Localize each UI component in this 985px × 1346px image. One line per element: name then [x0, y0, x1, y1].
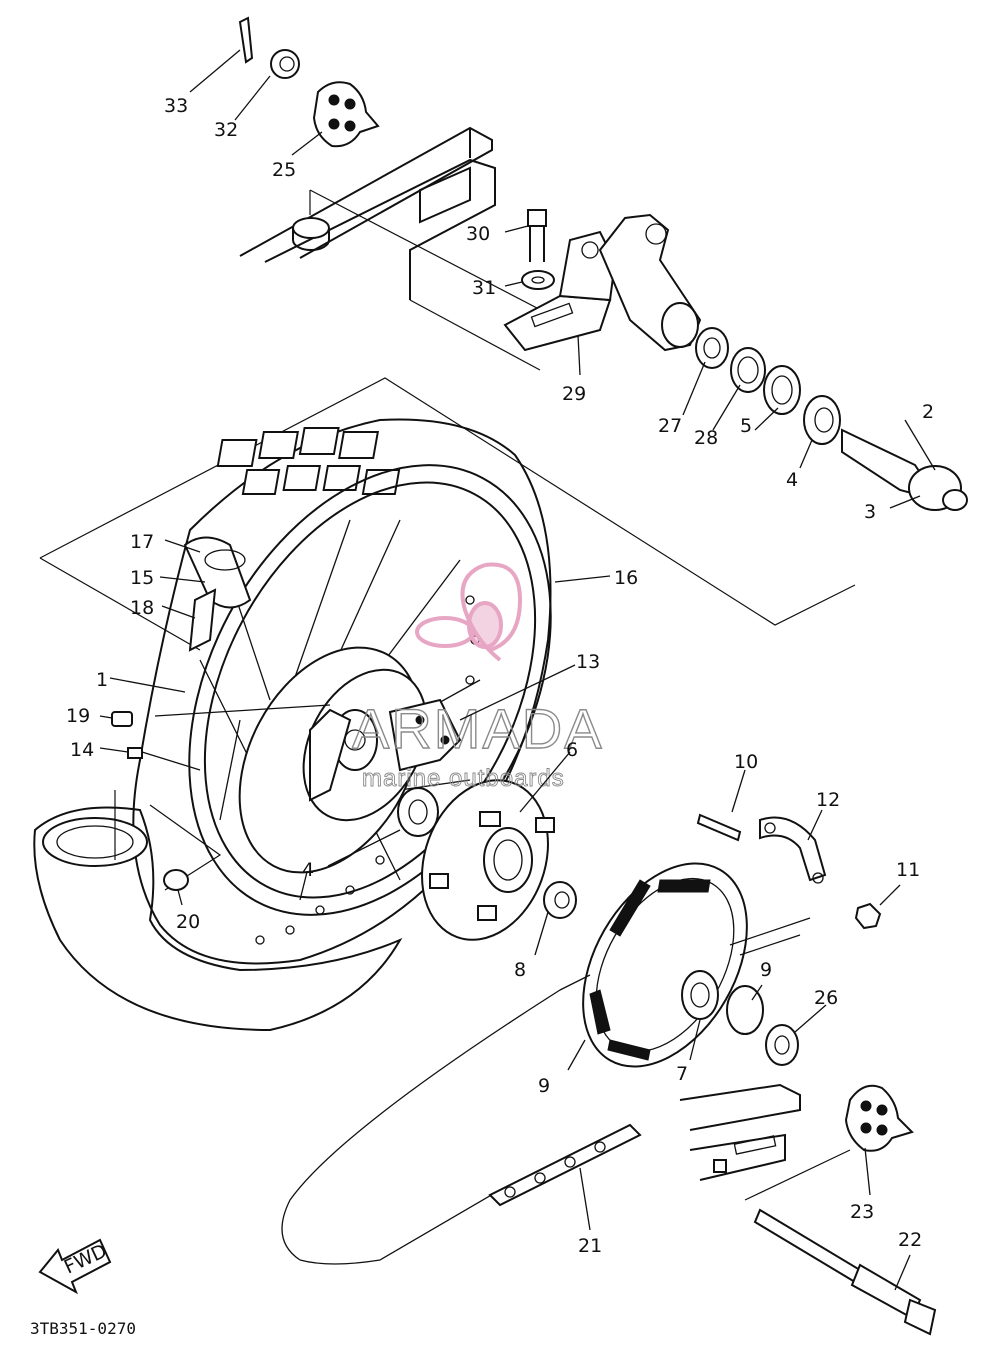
callout-16: 15: [130, 567, 154, 589]
callout-4-lower: 4: [302, 859, 314, 881]
valve-cap-20: [111, 711, 133, 727]
spacer-5: [763, 365, 801, 415]
washer-31: [521, 270, 555, 290]
callout-8: 8: [514, 959, 526, 981]
diagram-code: 3TB351-0270: [30, 1319, 136, 1338]
rear-wheel: [132, 418, 552, 965]
watermark-brand: ARMADA: [352, 697, 604, 760]
callout-4-upper: 4: [786, 469, 798, 491]
collar-8: [543, 881, 577, 919]
torque-arm: [598, 213, 702, 352]
callout-28: 28: [694, 427, 718, 449]
callout-3: 3: [864, 501, 876, 523]
callout-32: 32: [214, 119, 238, 141]
spacer-27: [695, 327, 729, 369]
watermark: ARMADA marine outboards: [351, 562, 604, 792]
spoke-1: [154, 704, 331, 717]
callout-27: 27: [658, 415, 682, 437]
callout-31: 31: [472, 277, 496, 299]
callout-9: 9: [760, 959, 772, 981]
callout-5: 5: [740, 415, 752, 437]
lock-washer-13: [759, 816, 827, 884]
callout-20: 19: [66, 705, 90, 727]
watermark-tagline: marine outboards: [362, 765, 565, 792]
callout-26: 26: [814, 987, 838, 1009]
callout-6: 6: [566, 739, 578, 761]
bolt-30: [527, 209, 547, 262]
rear-sprocket-10: [582, 862, 748, 1068]
callout-19: 18: [130, 597, 154, 619]
callout-14: 13: [576, 651, 600, 673]
callout-29: 29: [562, 383, 586, 405]
callout-7: 7: [676, 1063, 688, 1085]
bearing-7: [681, 970, 719, 1020]
callout-25: 25: [272, 159, 296, 181]
callout-2: 2: [922, 401, 934, 423]
bearing-4-upper: [803, 395, 841, 445]
cotter-pin-33: [238, 16, 254, 64]
castle-nut-32: [270, 49, 300, 79]
stud-bolt-11: [696, 813, 742, 842]
nipple-15: [127, 747, 201, 771]
callout-12: 11: [896, 859, 920, 881]
callout-17: 16: [614, 567, 638, 589]
callout-33: 33: [164, 95, 188, 117]
sprocket-hub-6: [421, 779, 555, 941]
tire-tread: [216, 427, 401, 495]
watermark-logo-icon: [415, 562, 523, 662]
callout-21: 20: [176, 911, 200, 933]
callout-15: 14: [70, 739, 94, 761]
tire-section: [33, 790, 403, 1032]
rim-lock-21: [163, 869, 189, 891]
callout-labels: 33 32 25 30 31 29 27 28 5 4 2 3 17 15 18…: [66, 95, 934, 1257]
callout-23: 22: [898, 1229, 922, 1251]
callout-30: 30: [466, 223, 490, 245]
axle-bolt-23: [753, 1208, 937, 1336]
callout-1: 1: [96, 669, 108, 691]
callout-18: 17: [130, 531, 154, 553]
assembly-outline: [39, 377, 856, 626]
callout-10: 9: [538, 1075, 550, 1097]
callout-24: 23: [850, 1201, 874, 1223]
leader-lines: [99, 49, 936, 1291]
fwd-arrow: FWD: [38, 1238, 112, 1295]
drive-chain-22: [281, 974, 642, 1265]
tube-valve-area: [183, 536, 252, 652]
swingarm-end: [239, 126, 561, 371]
oil-seal-28: [730, 347, 766, 393]
axle-2: [841, 428, 968, 511]
chain-adjuster-24: [844, 1084, 914, 1152]
wheel-hub: [238, 646, 428, 874]
nut-12: [854, 902, 882, 930]
callout-13: 12: [816, 789, 840, 811]
callout-22: 21: [578, 1235, 602, 1257]
chain-adjuster-25: [312, 81, 380, 148]
callout-11: 10: [734, 751, 758, 773]
hub-damper-14: [388, 698, 462, 772]
collar-26: [765, 1024, 799, 1066]
swingarm-lower: [679, 1083, 801, 1181]
hub-bearing-4: [397, 787, 439, 837]
brake-bracket-29: [503, 230, 617, 352]
spacer-9: [726, 985, 764, 1035]
